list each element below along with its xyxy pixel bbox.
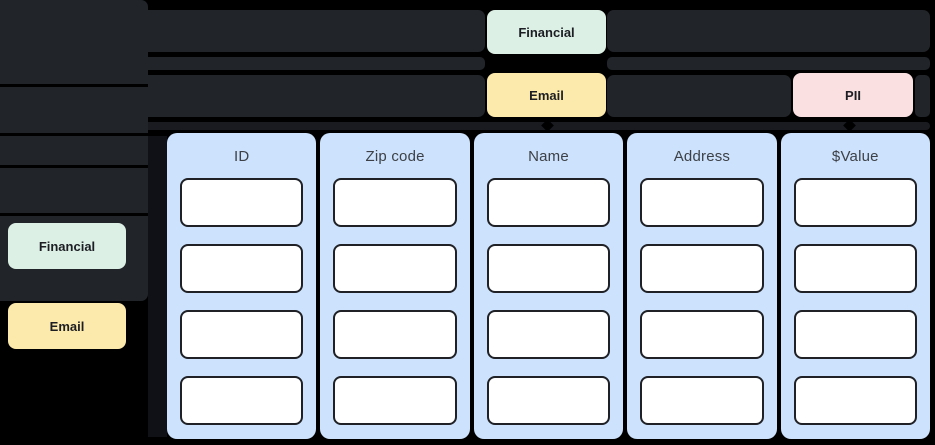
column-cells xyxy=(474,178,623,425)
lane-separator xyxy=(0,165,148,168)
table-cell xyxy=(793,310,918,359)
top-tag-financial[interactable]: Financial xyxy=(487,10,606,54)
column-header-id: ID xyxy=(234,148,250,165)
top-row2-segment-right xyxy=(915,75,930,117)
top-tag-email-label: Email xyxy=(529,87,564,103)
lane-table-gap xyxy=(148,136,167,437)
top-tag-pii-label: PII xyxy=(845,87,861,103)
column-header-address: Address xyxy=(673,148,731,165)
left-tag-financial[interactable]: Financial xyxy=(8,223,126,269)
table-column-zipcode: Zip code xyxy=(320,133,470,439)
table-cell xyxy=(333,244,457,293)
table-cell xyxy=(640,178,764,227)
left-tag-financial-label: Financial xyxy=(38,238,96,254)
table-cell xyxy=(486,178,611,227)
top-tag-pii[interactable]: PII xyxy=(793,73,913,117)
table-column-value: $Value xyxy=(780,133,931,439)
data-table: ID Zip code Name Address $Value xyxy=(167,133,931,439)
table-cell xyxy=(486,244,611,293)
table-cell xyxy=(333,178,457,227)
table-cell xyxy=(333,310,457,359)
column-header-zipcode: Zip code xyxy=(365,148,425,165)
table-cell xyxy=(180,376,304,425)
left-tag-email[interactable]: Email xyxy=(8,303,126,349)
left-tag-email-label: Email xyxy=(49,318,85,334)
column-cells xyxy=(320,178,469,425)
top-row2-segment-middle xyxy=(607,75,791,117)
table-column-name: Name xyxy=(473,133,624,439)
table-cell xyxy=(486,310,611,359)
table-cell xyxy=(793,376,918,425)
table-cell xyxy=(640,310,764,359)
table-cell xyxy=(640,244,764,293)
lane-separator xyxy=(0,133,148,136)
lane-separator xyxy=(0,213,148,216)
table-column-id: ID xyxy=(167,133,317,439)
lane-separator xyxy=(0,84,148,87)
top-row1-segment-right xyxy=(607,10,930,52)
table-cell xyxy=(486,376,611,425)
table-cell xyxy=(180,178,304,227)
table-cell xyxy=(333,376,457,425)
table-cell xyxy=(793,244,918,293)
top-bottom-thinrow xyxy=(0,122,930,130)
table-cell xyxy=(180,310,304,359)
column-cells xyxy=(167,178,316,425)
column-cells xyxy=(781,178,930,425)
table-cell xyxy=(640,376,764,425)
column-cells xyxy=(627,178,776,425)
top-thinrow-segment-right xyxy=(607,57,930,70)
top-tag-financial-label: Financial xyxy=(518,24,575,40)
table-cell xyxy=(180,244,304,293)
column-header-value: $Value xyxy=(831,148,879,165)
column-header-name: Name xyxy=(528,148,569,165)
table-cell xyxy=(793,178,918,227)
table-column-address: Address xyxy=(627,133,777,439)
top-tag-email[interactable]: Email xyxy=(487,73,606,117)
